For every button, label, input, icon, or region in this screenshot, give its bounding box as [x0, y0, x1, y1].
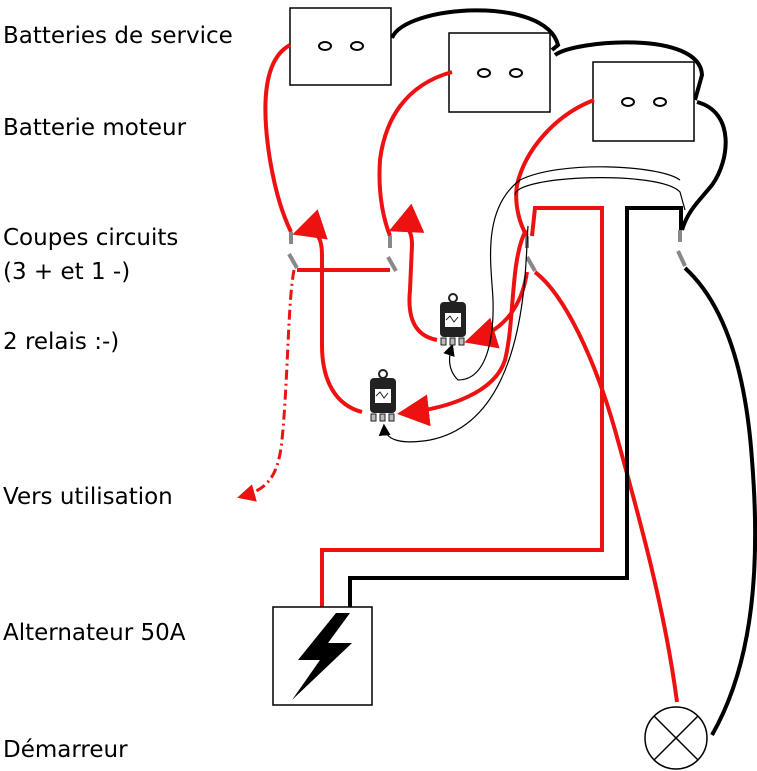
black-wire-battery1-battery2 — [390, 8, 561, 52]
black-wire-alternator — [348, 206, 683, 607]
label-to-usage: Vers utilisation — [3, 484, 173, 510]
alternator — [272, 606, 373, 706]
red-wire-battery1-breaker1 — [263, 43, 293, 233]
red-wire-battery2-breaker2 — [377, 70, 453, 237]
thin-wire-control-top — [519, 166, 681, 181]
thin-wire-relay2-control — [384, 177, 686, 443]
label-service-batteries: Batteries de service — [3, 23, 233, 49]
red-wire-alternator — [320, 206, 604, 607]
battery-service-1 — [289, 7, 392, 86]
label-breakers: Coupes circuits — [3, 225, 179, 251]
relay-2 — [370, 369, 396, 422]
black-wire-battery2-battery3 — [553, 40, 705, 101]
red-wire-relay2-breaker1 — [292, 209, 363, 414]
red-wire-breaker3-relay2 — [397, 229, 528, 427]
red-wire-relay1-breaker2 — [388, 203, 438, 342]
red-wire-battery3-breaker3 — [514, 98, 595, 238]
breaker-3 — [525, 236, 537, 272]
starter — [644, 706, 708, 770]
battery-engine — [592, 61, 695, 142]
breaker-1 — [287, 232, 299, 269]
black-wire-battery3-breaker — [680, 100, 728, 231]
black-wire-breaker-starter — [683, 266, 757, 736]
breaker-2 — [386, 236, 398, 272]
thin-wire-relay1-control — [443, 179, 521, 381]
label-breakers-detail: (3 + et 1 -) — [3, 259, 131, 285]
red-wire-to-usage — [237, 269, 296, 502]
red-wire-breaker3-relay1 — [464, 271, 529, 349]
breaker-negative — [676, 230, 687, 267]
label-starter: Démarreur — [3, 737, 128, 763]
lightning-icon — [292, 613, 352, 700]
battery-service-2 — [448, 32, 551, 113]
label-engine-battery: Batterie moteur — [3, 115, 187, 141]
label-alternator: Alternateur 50A — [3, 620, 186, 646]
label-relays: 2 relais :-) — [3, 329, 120, 355]
red-wire-breaker3-starter — [533, 270, 679, 703]
relay-1 — [440, 293, 466, 346]
